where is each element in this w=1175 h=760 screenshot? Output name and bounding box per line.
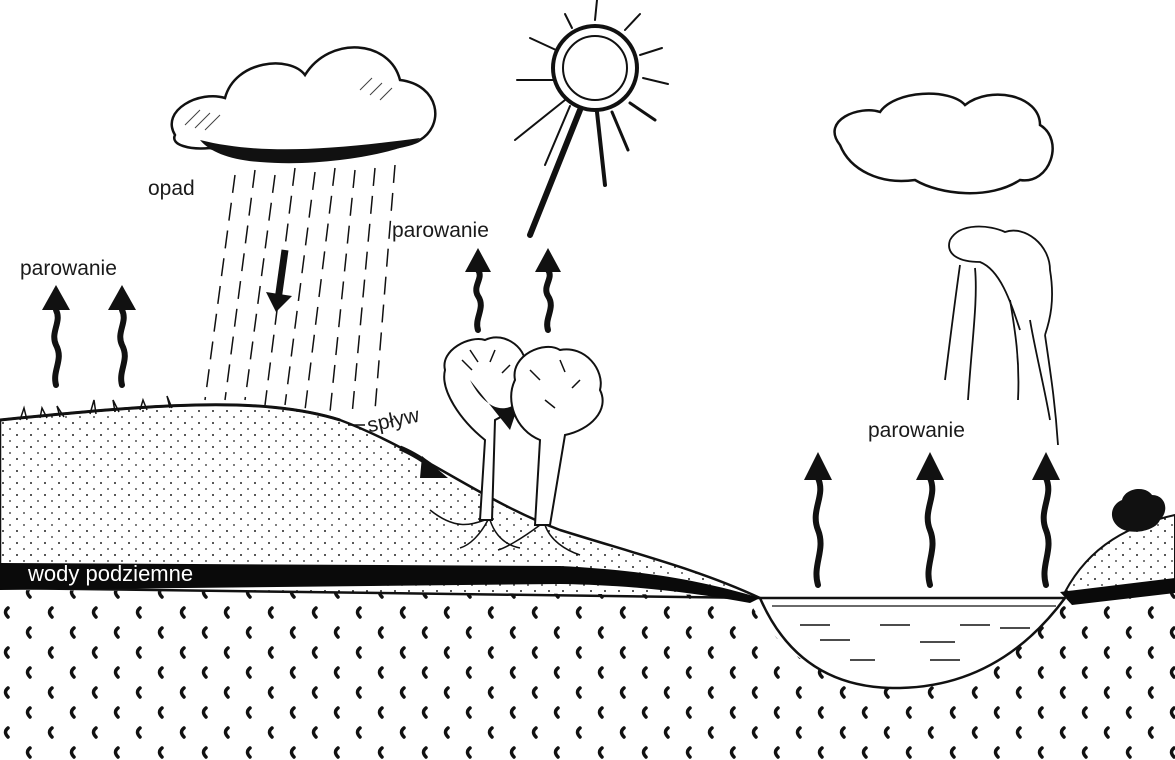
cloud-right — [835, 94, 1053, 194]
vapor-plume — [945, 227, 1058, 445]
sun-icon — [515, 0, 668, 235]
precipitation-arrow-head — [266, 292, 292, 312]
label-evaporation-lake: parowanie — [868, 420, 965, 441]
label-evaporation-trees: parowanie — [392, 220, 489, 241]
precipitation-arrow — [278, 250, 285, 300]
label-precipitation: opad — [148, 178, 195, 199]
label-evaporation-left: parowanie — [20, 258, 117, 279]
rain — [205, 165, 395, 415]
label-groundwater: wody podziemne — [28, 563, 193, 585]
rain-cloud — [172, 47, 436, 163]
